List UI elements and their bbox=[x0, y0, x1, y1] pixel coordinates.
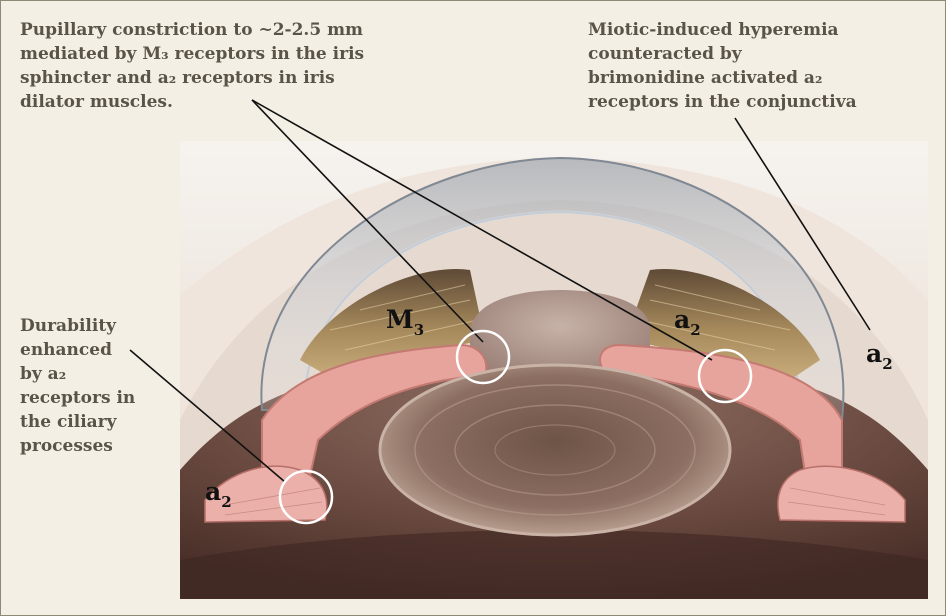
ciliary-processes bbox=[204, 465, 906, 523]
highlight-circle-a2-ciliary bbox=[278, 469, 334, 525]
receptor-label-a2-ciliary: a2 bbox=[205, 477, 232, 511]
leader-line-durability bbox=[129, 349, 286, 483]
receptor-label-m3: M3 bbox=[386, 305, 424, 339]
callout-hyperemia: Miotic-induced hyperemia counteracted by… bbox=[588, 20, 857, 112]
leader-line-pupil-a2 bbox=[251, 99, 713, 361]
callout-pupillary-constriction: Pupillary constriction to ~2-2.5 mm medi… bbox=[20, 20, 365, 112]
receptor-label-a2-iris: a2 bbox=[674, 305, 701, 339]
leader-lines bbox=[129, 99, 871, 483]
highlight-circle-a2-iris bbox=[697, 348, 753, 404]
highlight-circles bbox=[278, 329, 753, 525]
highlight-circle-m3 bbox=[455, 329, 511, 385]
receptor-label-a2-conjunctiva: a2 bbox=[866, 339, 893, 373]
leader-line-hyperemia bbox=[734, 117, 871, 331]
leader-line-pupil-m3 bbox=[251, 99, 484, 343]
iris-tissue bbox=[261, 343, 843, 521]
lens bbox=[378, 363, 732, 537]
callout-durability: Durability enhanced by a₂ receptors in t… bbox=[20, 316, 136, 456]
